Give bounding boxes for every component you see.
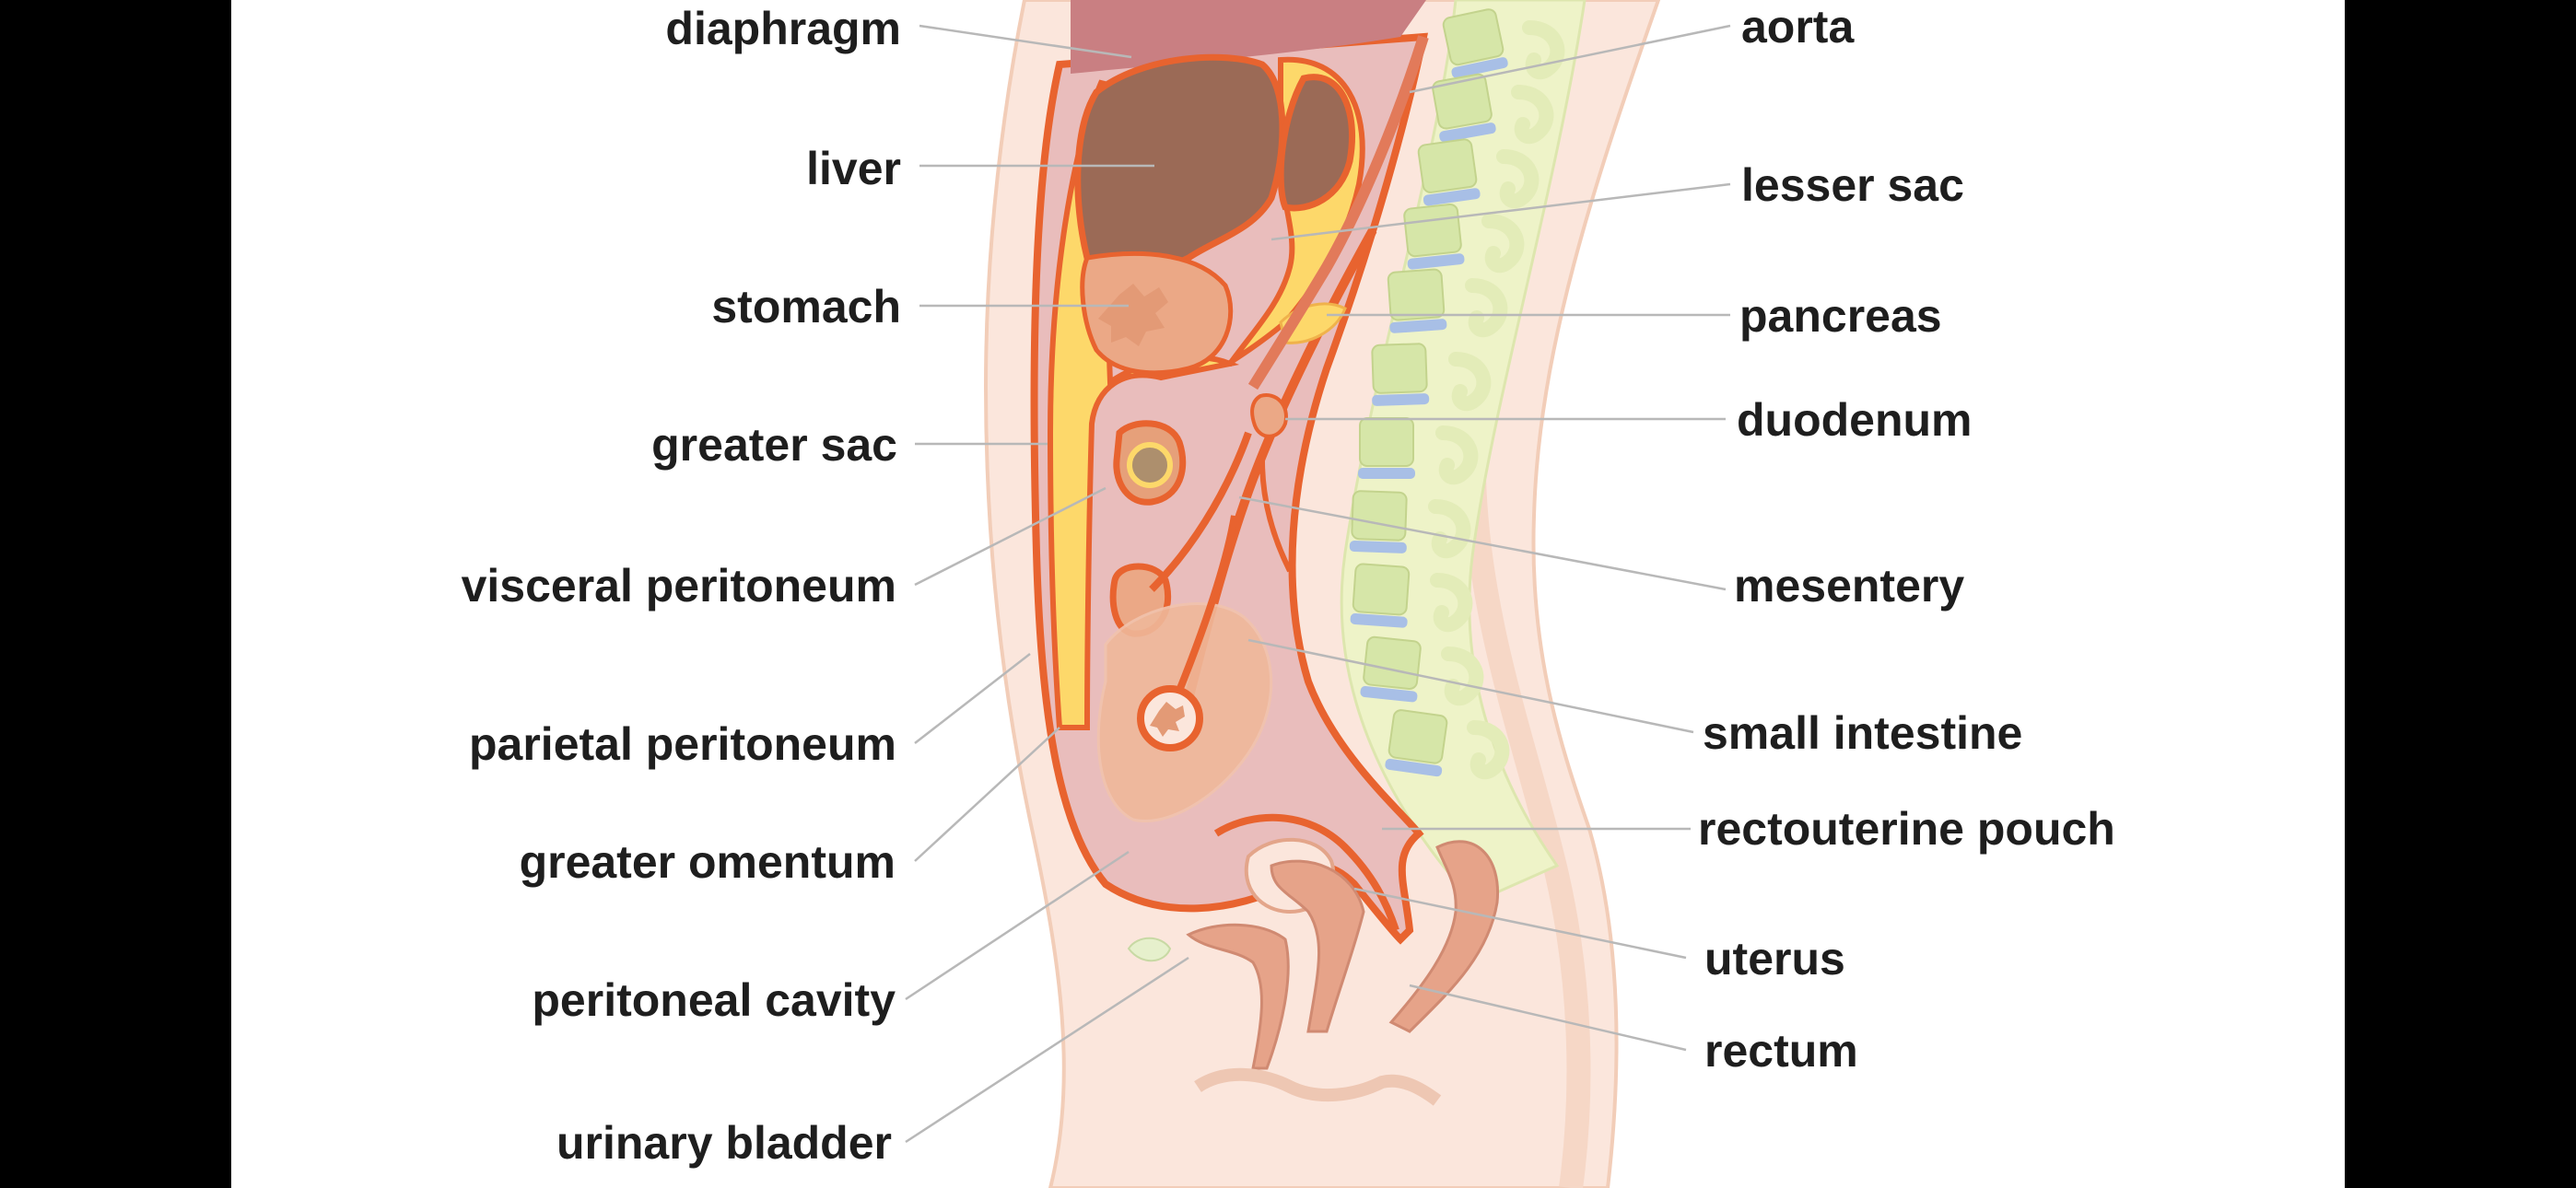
- bladder-outline: [1127, 937, 1172, 962]
- spinous-process: [1430, 573, 1473, 633]
- organs: [1074, 35, 1500, 1106]
- labels-right: aorta lesser sac pancreas duodenum mesen…: [1698, 1, 2115, 1077]
- spine: [1340, 0, 1587, 904]
- vertebrae: [1349, 8, 1565, 780]
- vertebra: [1359, 417, 1414, 467]
- label-greater-omentum: greater omentum: [520, 836, 896, 888]
- spinous-process: [1465, 278, 1508, 338]
- diaphragm-muscle: [1071, 0, 1426, 74]
- leader-aorta: [1409, 24, 1731, 94]
- intervertebral-disc: [1451, 57, 1508, 78]
- mesentery-branch-2: [1149, 431, 1252, 592]
- label-mesentery: mesentery: [1734, 560, 1964, 611]
- intervertebral-disc: [1350, 613, 1408, 628]
- colon-lumen: [1127, 442, 1173, 488]
- label-small-intestine: small intestine: [1703, 707, 2022, 759]
- pelvic-floor: [1194, 1067, 1442, 1106]
- intervertebral-disc: [1389, 319, 1447, 333]
- label-duodenum: duodenum: [1737, 394, 1973, 446]
- leader-rectum: [1409, 984, 1687, 1052]
- labels-left: diaphragm liver stomach greater sac visc…: [462, 3, 901, 1169]
- vertebra: [1442, 8, 1505, 66]
- vertebra: [1352, 563, 1411, 616]
- spinous-process: [1448, 352, 1492, 412]
- intervertebral-disc: [1385, 758, 1443, 777]
- label-rectum: rectum: [1704, 1025, 1858, 1077]
- vertebra: [1432, 73, 1493, 130]
- rectum-shape: [1388, 840, 1500, 1033]
- spinous-process: [1522, 20, 1565, 80]
- label-visceral-peritoneum: visceral peritoneum: [462, 560, 896, 611]
- mesentery-branch-1: [1176, 515, 1238, 693]
- vertebra: [1417, 138, 1478, 193]
- intervertebral-disc: [1349, 541, 1407, 553]
- leader-parietal-peritoneum: [914, 653, 1031, 744]
- intervertebral-disc: [1407, 253, 1465, 270]
- label-aorta: aorta: [1741, 1, 1855, 52]
- duodenum-shape: [1250, 393, 1288, 438]
- vertebra: [1363, 635, 1422, 690]
- rectouterine-pouch-fold: [1213, 813, 1399, 932]
- intervertebral-disc: [1360, 685, 1418, 703]
- label-urinary-bladder: urinary bladder: [556, 1117, 892, 1169]
- vertebra: [1351, 490, 1408, 542]
- stomach-lobe-upper: [1277, 74, 1356, 212]
- stomach-shape: [1080, 250, 1234, 376]
- small-intestine-lumen: [1150, 702, 1185, 737]
- label-rectouterine-pouch: rectouterine pouch: [1698, 803, 2115, 855]
- leader-uterus: [1353, 887, 1687, 960]
- label-lesser-sac: lesser sac: [1741, 159, 1964, 211]
- leader-mesentery: [1238, 495, 1727, 591]
- spinous-process: [1435, 425, 1479, 485]
- label-stomach: stomach: [711, 281, 901, 332]
- aorta-vessel: [1247, 35, 1429, 390]
- label-uterus: uterus: [1704, 933, 1845, 984]
- urinary-bladder-shape: [1186, 923, 1290, 1070]
- spinous-process: [1428, 499, 1471, 559]
- liver-shape: [1074, 53, 1286, 279]
- intervertebral-disc: [1358, 468, 1415, 479]
- spinous-process: [1496, 149, 1540, 209]
- vertebra: [1403, 204, 1462, 258]
- intervertebral-disc: [1372, 393, 1430, 406]
- leader-diaphragm: [919, 24, 1132, 59]
- leader-lesser-sac: [1270, 182, 1731, 241]
- label-pancreas: pancreas: [1739, 290, 1942, 342]
- leader-urinary-bladder: [905, 956, 1189, 1144]
- label-parietal-peritoneum: parietal peritoneum: [469, 718, 896, 770]
- vertebra: [1388, 709, 1448, 764]
- leader-lines: [905, 24, 1731, 1144]
- label-greater-sac: greater sac: [651, 419, 897, 471]
- label-diaphragm: diaphragm: [665, 3, 901, 54]
- label-peritoneal-cavity: peritoneal cavity: [532, 974, 896, 1026]
- spinous-process: [1511, 85, 1554, 145]
- spinous-process: [1441, 646, 1484, 706]
- leader-greater-omentum: [914, 727, 1060, 862]
- leader-visceral-peritoneum: [914, 486, 1107, 587]
- stomach-rugae: [1098, 284, 1168, 346]
- label-liver: liver: [806, 143, 901, 194]
- mesentery-branch-3: [1259, 460, 1293, 573]
- intervertebral-disc: [1439, 122, 1496, 143]
- leader-small-intestine: [1247, 638, 1694, 734]
- spinous-process: [1481, 214, 1525, 274]
- intervertebral-disc: [1423, 188, 1481, 206]
- vertebra: [1387, 268, 1446, 321]
- leader-peritoneal-cavity: [905, 850, 1130, 1001]
- spinous-process: [1467, 720, 1510, 780]
- vertebra: [1371, 343, 1428, 394]
- uterus-body: [1270, 859, 1365, 1033]
